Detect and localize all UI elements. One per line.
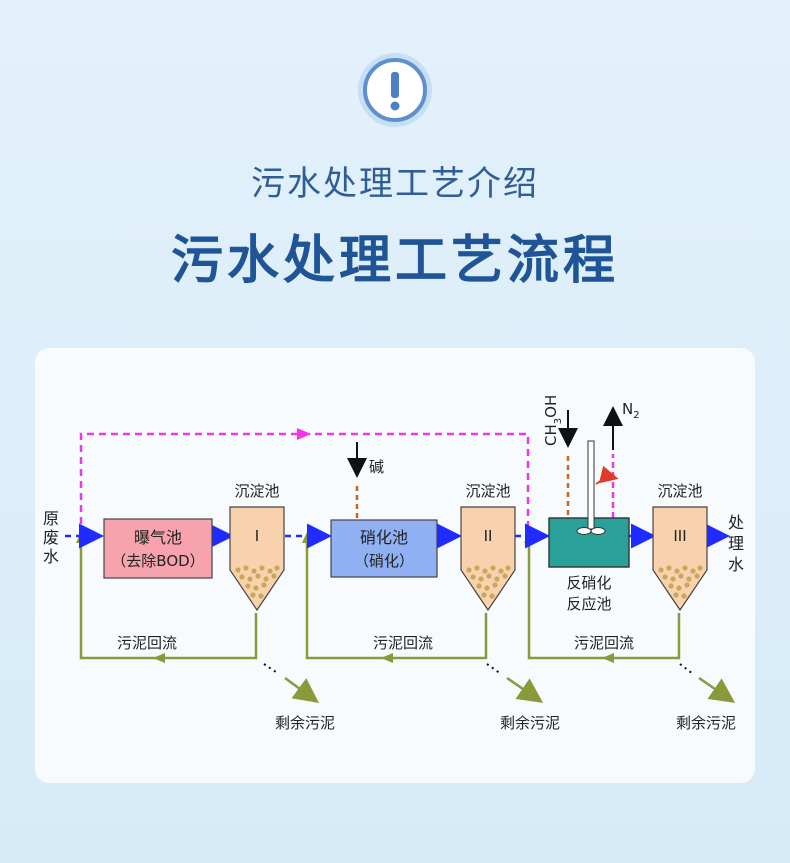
nitrogen-output: N2 bbox=[603, 400, 640, 518]
clarifier-1: 沉淀池 I bbox=[229, 482, 285, 612]
page-title: 污水处理工艺流程 bbox=[170, 231, 619, 291]
svg-text:水: 水 bbox=[728, 555, 744, 574]
svg-text:沉淀池: 沉淀池 bbox=[657, 482, 702, 500]
svg-text:剩余污泥: 剩余污泥 bbox=[275, 714, 335, 732]
svg-text:II: II bbox=[484, 527, 493, 545]
denitrification-tank: 反硝化 反应池 bbox=[548, 440, 630, 613]
outlet-label: 处 理 水 bbox=[728, 513, 744, 574]
svg-text:III: III bbox=[673, 527, 686, 545]
svg-text:原: 原 bbox=[43, 509, 59, 528]
svg-text:（去除BOD）: （去除BOD） bbox=[111, 552, 204, 570]
svg-text:反硝化: 反硝化 bbox=[566, 574, 611, 592]
process-diagram-card: 原 废 水 处 理 水 曝气池 （去除BOD） 沉淀池 I 硝化池 （硝化） 碱 bbox=[35, 348, 755, 783]
svg-text:理: 理 bbox=[728, 534, 744, 553]
sludge-return-labels: 污泥回流 污泥回流 污泥回流 bbox=[117, 634, 634, 652]
exclamation-icon bbox=[358, 53, 432, 127]
clarifier-2: 沉淀池 II bbox=[460, 482, 516, 612]
svg-text:CH3OH: CH3OH bbox=[542, 395, 564, 446]
process-flow-diagram: 原 废 水 处 理 水 曝气池 （去除BOD） 沉淀池 I 硝化池 （硝化） 碱 bbox=[43, 395, 744, 732]
svg-text:污泥回流: 污泥回流 bbox=[117, 634, 177, 652]
svg-text:（硝化）: （硝化） bbox=[354, 552, 414, 570]
excess-sludge-discharge: 剩余污泥 剩余污泥 剩余污泥 bbox=[263, 663, 736, 732]
methanol-feed: CH3OH bbox=[542, 395, 578, 518]
svg-text:N2: N2 bbox=[622, 400, 640, 421]
svg-text:硝化池: 硝化池 bbox=[360, 528, 408, 547]
svg-text:碱: 碱 bbox=[369, 458, 384, 476]
svg-text:I: I bbox=[255, 527, 259, 545]
svg-text:水: 水 bbox=[43, 547, 59, 566]
svg-text:沉淀池: 沉淀池 bbox=[465, 482, 510, 500]
svg-text:污泥回流: 污泥回流 bbox=[373, 634, 433, 652]
bypass-flow-line bbox=[79, 428, 530, 536]
nitrification-tank: 硝化池 （硝化） bbox=[330, 519, 438, 578]
svg-text:废: 废 bbox=[43, 528, 59, 547]
page-subtitle: 污水处理工艺介绍 bbox=[251, 164, 539, 204]
svg-text:剩余污泥: 剩余污泥 bbox=[676, 714, 736, 732]
clarifier-3: 沉淀池 III bbox=[652, 482, 708, 612]
svg-text:污泥回流: 污泥回流 bbox=[574, 634, 634, 652]
alkali-feed: 碱 bbox=[347, 442, 384, 520]
svg-text:剩余污泥: 剩余污泥 bbox=[500, 714, 560, 732]
svg-text:处: 处 bbox=[728, 513, 744, 532]
inlet-label: 原 废 水 bbox=[43, 509, 59, 566]
aeration-tank: 曝气池 （去除BOD） bbox=[103, 518, 213, 579]
svg-text:沉淀池: 沉淀池 bbox=[234, 482, 279, 500]
svg-text:反应池: 反应池 bbox=[566, 595, 611, 613]
svg-text:曝气池: 曝气池 bbox=[134, 528, 182, 547]
